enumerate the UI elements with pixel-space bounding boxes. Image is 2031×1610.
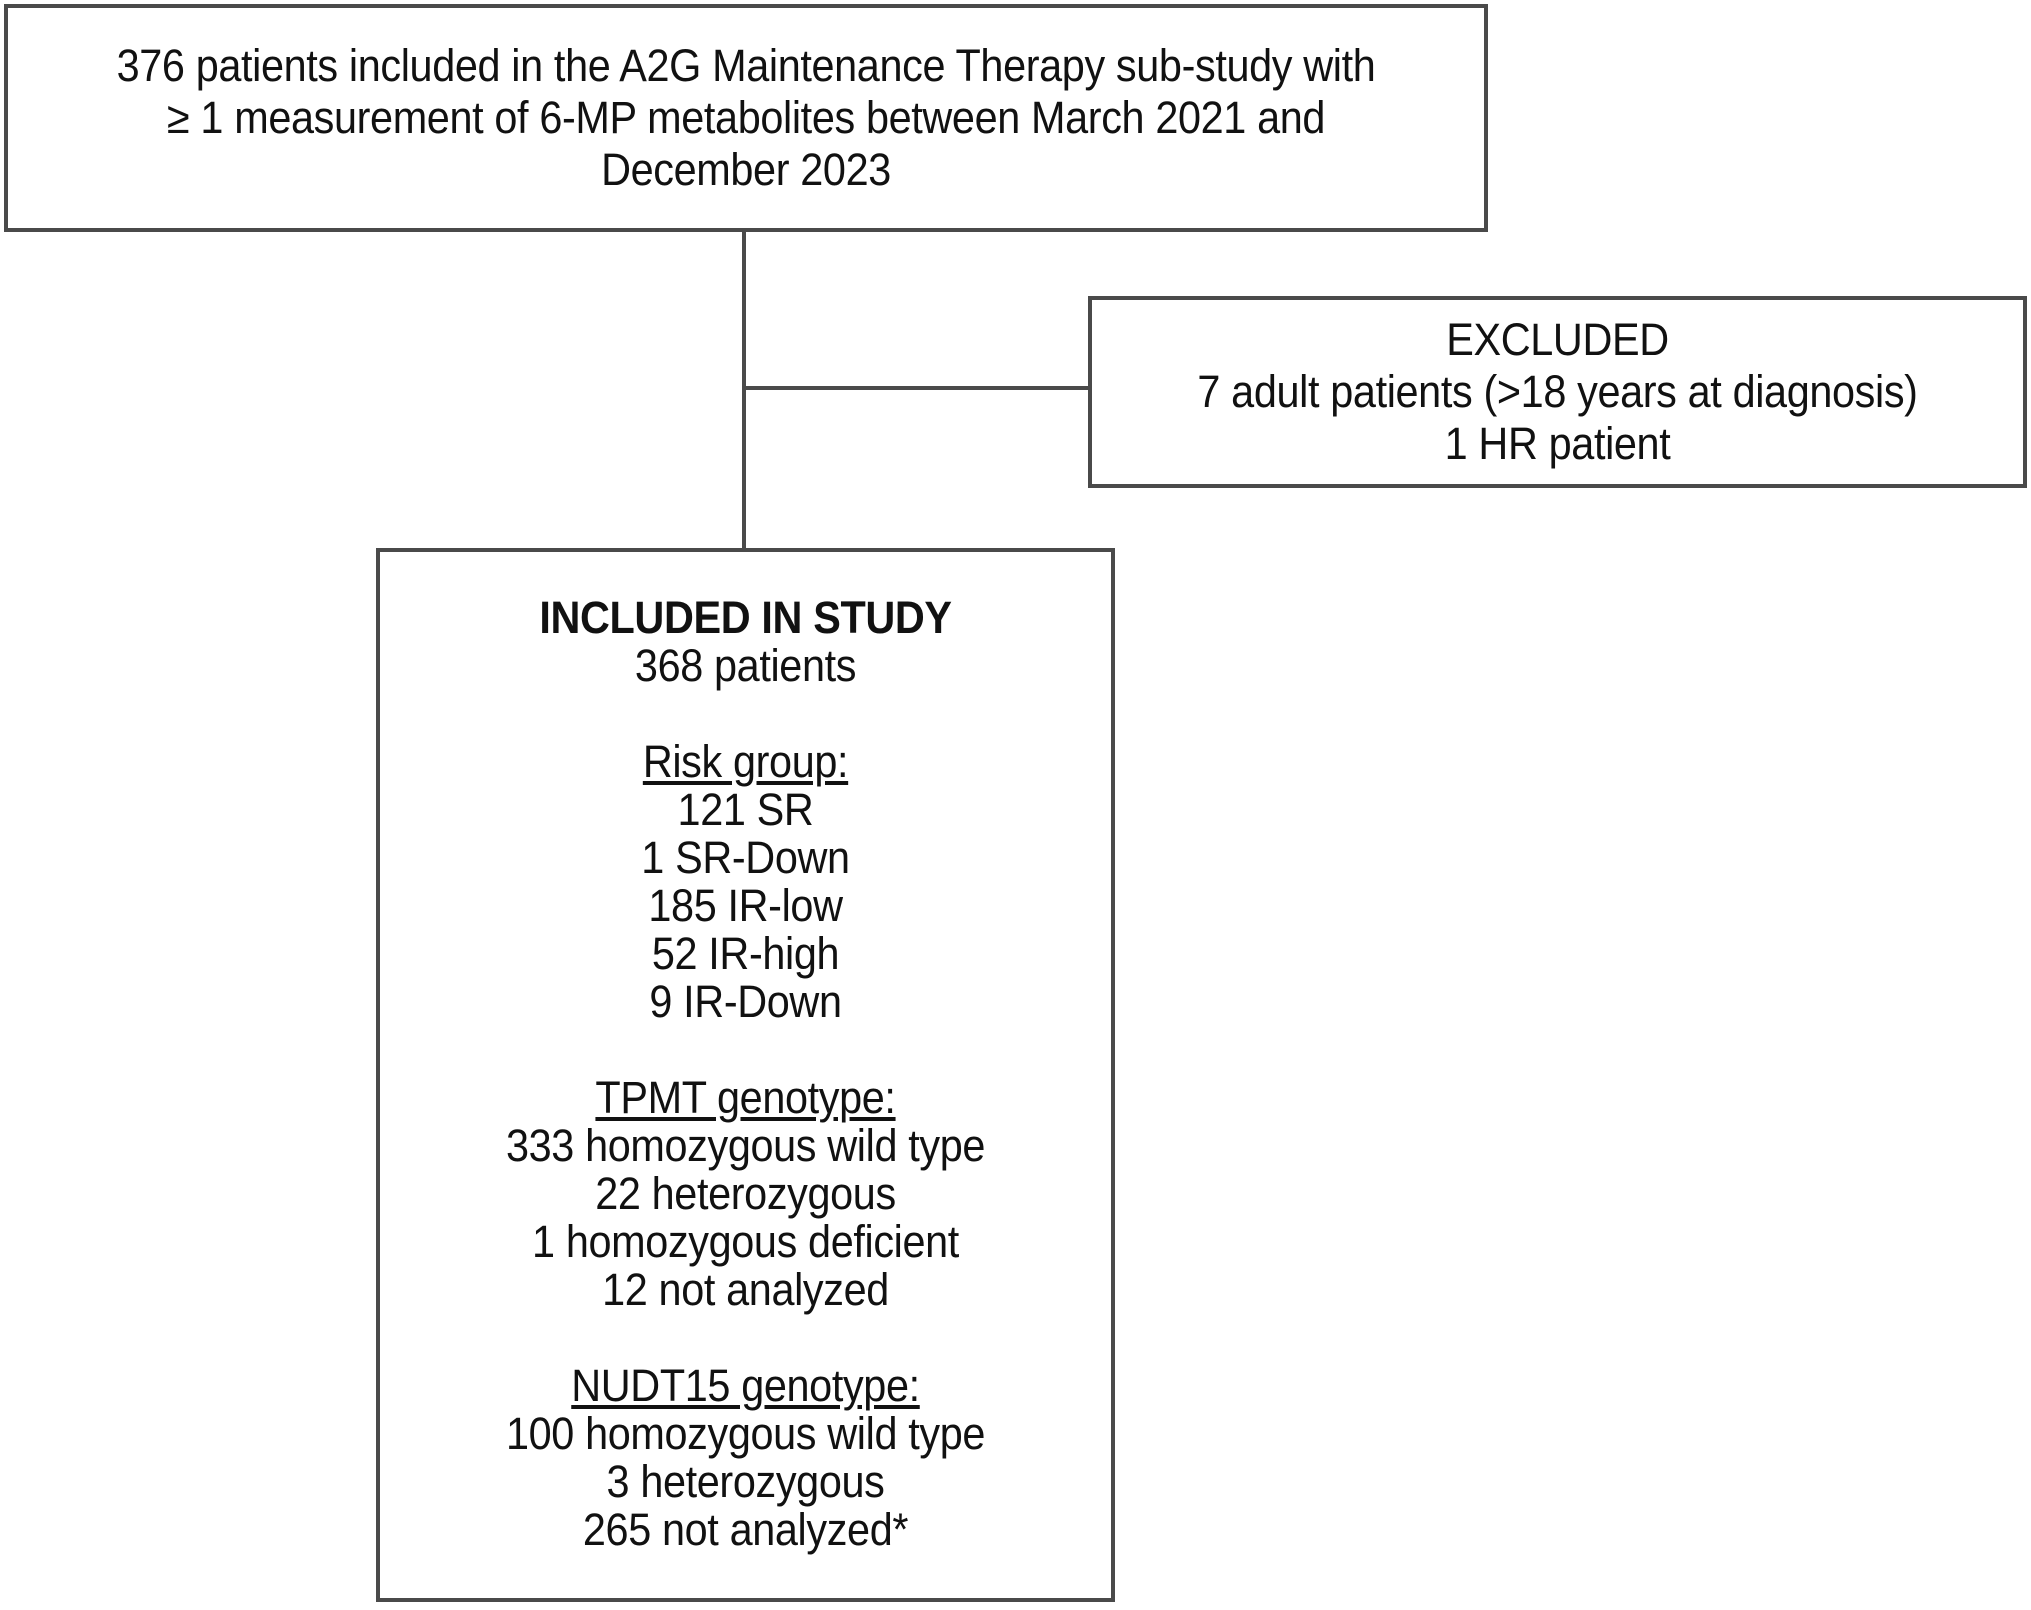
enrolled-line-2: ≥ 1 measurement of 6-MP metabolites betw… [166, 92, 1326, 143]
enrolled-box: 376 patients included in the A2G Mainten… [4, 4, 1488, 232]
tpmt-genotype-item-4: 12 not analyzed [602, 1264, 889, 1315]
enrolled-line-3: December 2023 [601, 144, 891, 195]
tpmt-genotype-item-1: 333 homozygous wild type [505, 1120, 986, 1171]
risk-group-label: Risk group: [642, 736, 849, 787]
risk-group-item-1: 121 SR [677, 784, 814, 835]
risk-group-item-2: 1 SR-Down [641, 832, 850, 883]
connector-to-excluded [742, 386, 1088, 390]
tpmt-genotype-label: TPMT genotype: [595, 1072, 896, 1123]
connector-vertical [742, 232, 746, 548]
included-subtitle: 368 patients [634, 640, 857, 691]
nudt15-genotype-item-1: 100 homozygous wild type [505, 1408, 986, 1459]
nudt15-genotype-item-3: 265 not analyzed* [582, 1504, 909, 1555]
risk-group-item-5: 9 IR-Down [649, 976, 842, 1027]
risk-group-item-4: 52 IR-high [651, 928, 840, 979]
excluded-heading: EXCLUDED [1446, 314, 1669, 365]
excluded-line-2: 1 HR patient [1444, 418, 1671, 469]
risk-group-item-3: 185 IR-low [648, 880, 843, 931]
tpmt-genotype-item-3: 1 homozygous deficient [532, 1216, 959, 1267]
included-heading: INCLUDED IN STUDY [539, 592, 952, 643]
tpmt-genotype-item-2: 22 heterozygous [595, 1168, 896, 1219]
nudt15-genotype-label: NUDT15 genotype: [571, 1360, 920, 1411]
enrolled-line-1: 376 patients included in the A2G Mainten… [116, 40, 1376, 91]
included-box: INCLUDED IN STUDY 368 patients Risk grou… [376, 548, 1115, 1602]
excluded-line-1: 7 adult patients (>18 years at diagnosis… [1197, 366, 1918, 417]
nudt15-genotype-item-2: 3 heterozygous [606, 1456, 885, 1507]
excluded-box: EXCLUDED 7 adult patients (>18 years at … [1088, 296, 2027, 488]
